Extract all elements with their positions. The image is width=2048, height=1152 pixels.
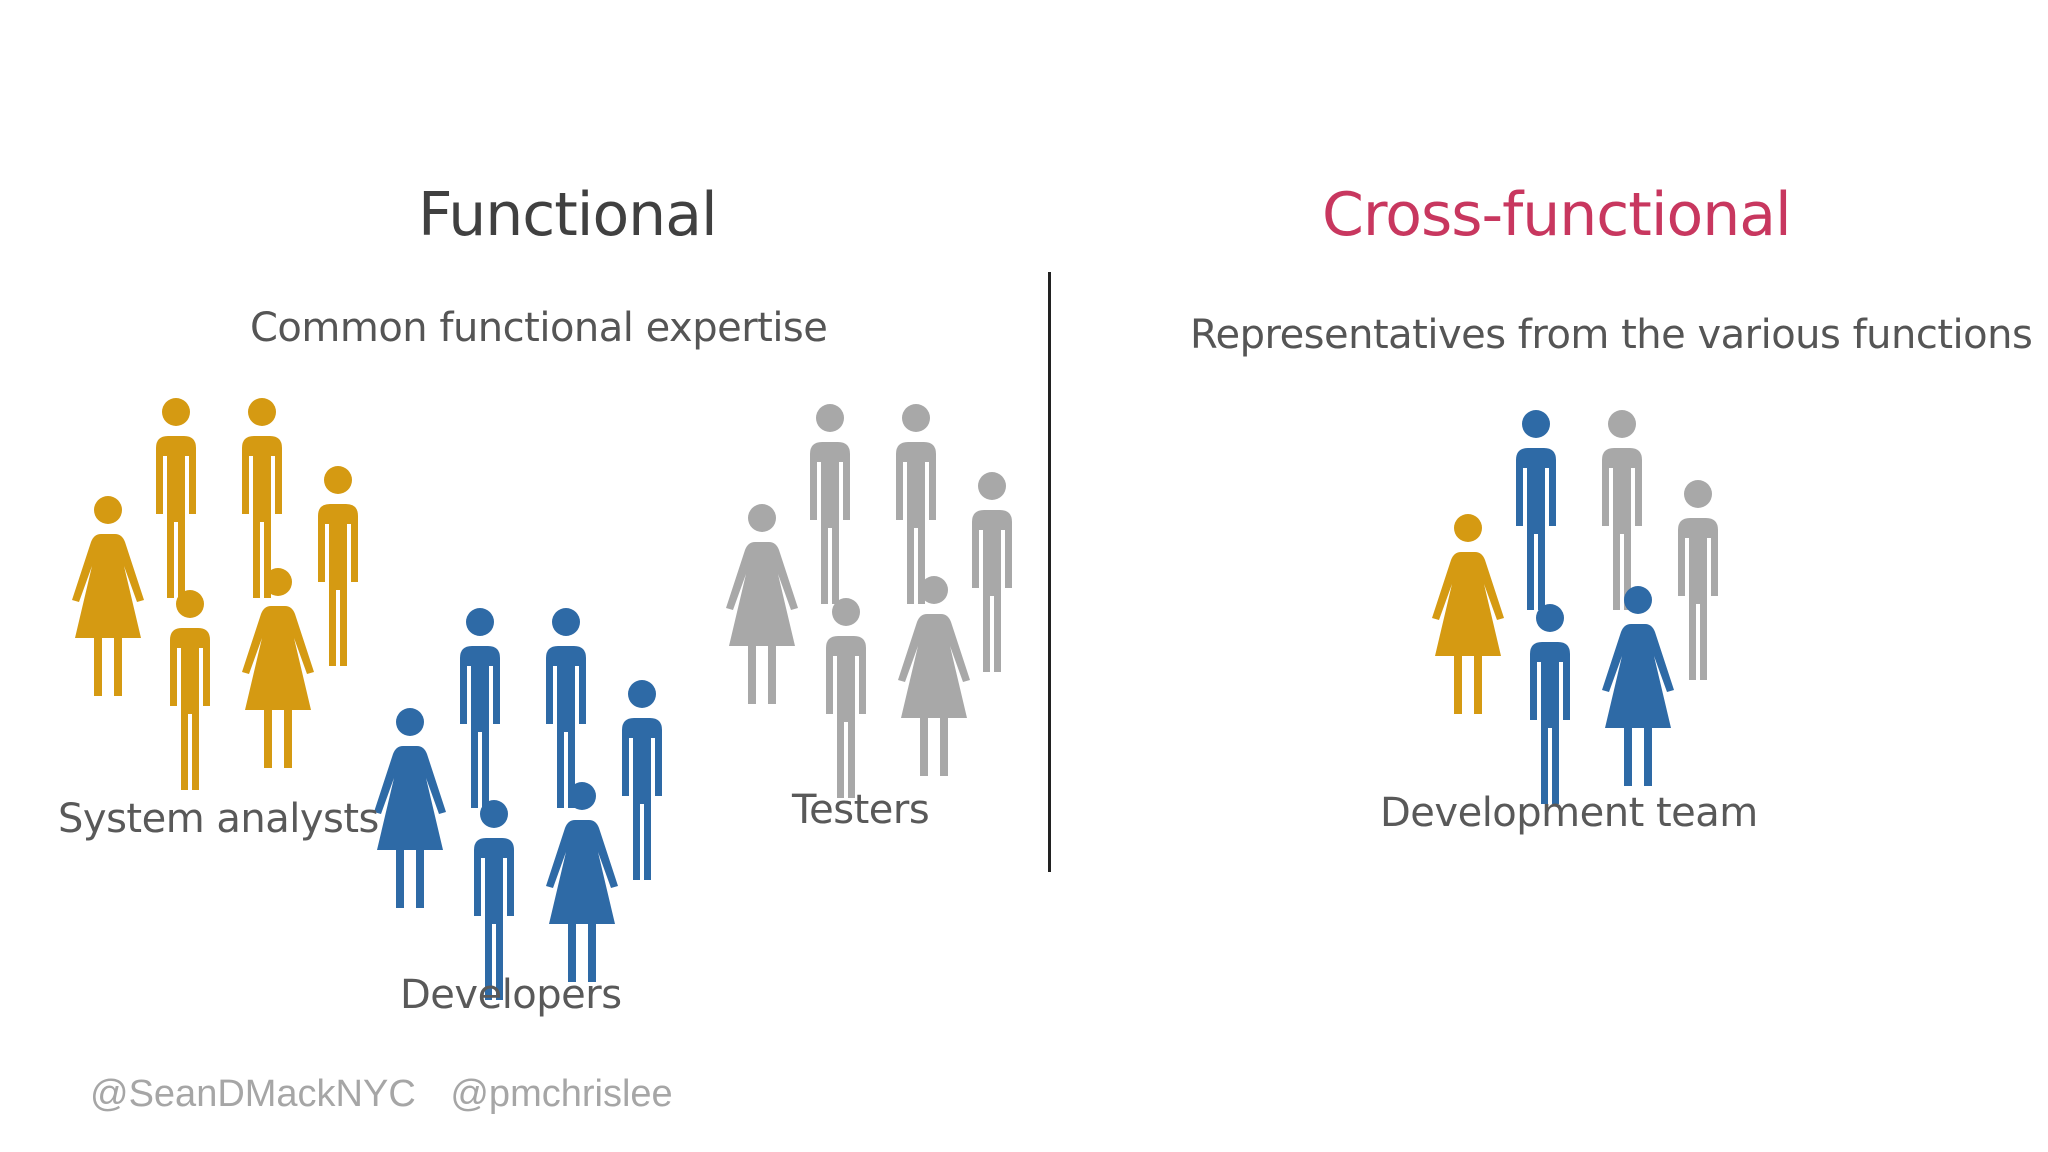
person-man-icon xyxy=(622,680,662,880)
system-analysts-label: System analysts xyxy=(58,796,379,842)
person-man-icon xyxy=(1678,480,1718,680)
person-man-icon xyxy=(156,398,196,598)
person-woman-icon xyxy=(1602,586,1674,786)
person-woman-icon xyxy=(546,782,618,982)
person-man-icon xyxy=(318,466,358,666)
person-woman-icon xyxy=(1432,514,1504,714)
person-woman-icon xyxy=(242,568,314,768)
person-man-icon xyxy=(460,608,500,808)
credit-handle: @SeanDMackNYC xyxy=(90,1073,416,1115)
credits: @SeanDMackNYC @pmchrislee xyxy=(90,1073,697,1116)
cross-functional-subtitle: Representatives from the various functio… xyxy=(1190,312,2033,358)
section-divider xyxy=(1048,272,1051,872)
person-man-icon xyxy=(972,472,1012,672)
person-man-icon xyxy=(170,590,210,790)
person-man-icon xyxy=(474,800,514,1000)
person-man-icon xyxy=(546,608,586,808)
person-woman-icon xyxy=(72,496,144,696)
development-team-label: Development team xyxy=(1380,790,1758,836)
functional-subtitle: Common functional expertise xyxy=(250,305,828,351)
person-woman-icon xyxy=(898,576,970,776)
person-man-icon xyxy=(1602,410,1642,610)
person-woman-icon xyxy=(726,504,798,704)
person-man-icon xyxy=(810,404,850,604)
person-man-icon xyxy=(826,598,866,798)
testers-label: Testers xyxy=(792,787,930,833)
cross-functional-title: Cross-functional xyxy=(1322,180,1792,250)
credit-handle: @pmchrislee xyxy=(450,1073,673,1115)
person-man-icon xyxy=(1530,604,1570,804)
person-woman-icon xyxy=(374,708,446,908)
functional-title: Functional xyxy=(418,180,718,250)
person-man-icon xyxy=(242,398,282,598)
developers-label: Developers xyxy=(400,972,622,1018)
person-man-icon xyxy=(1516,410,1556,610)
person-man-icon xyxy=(896,404,936,604)
